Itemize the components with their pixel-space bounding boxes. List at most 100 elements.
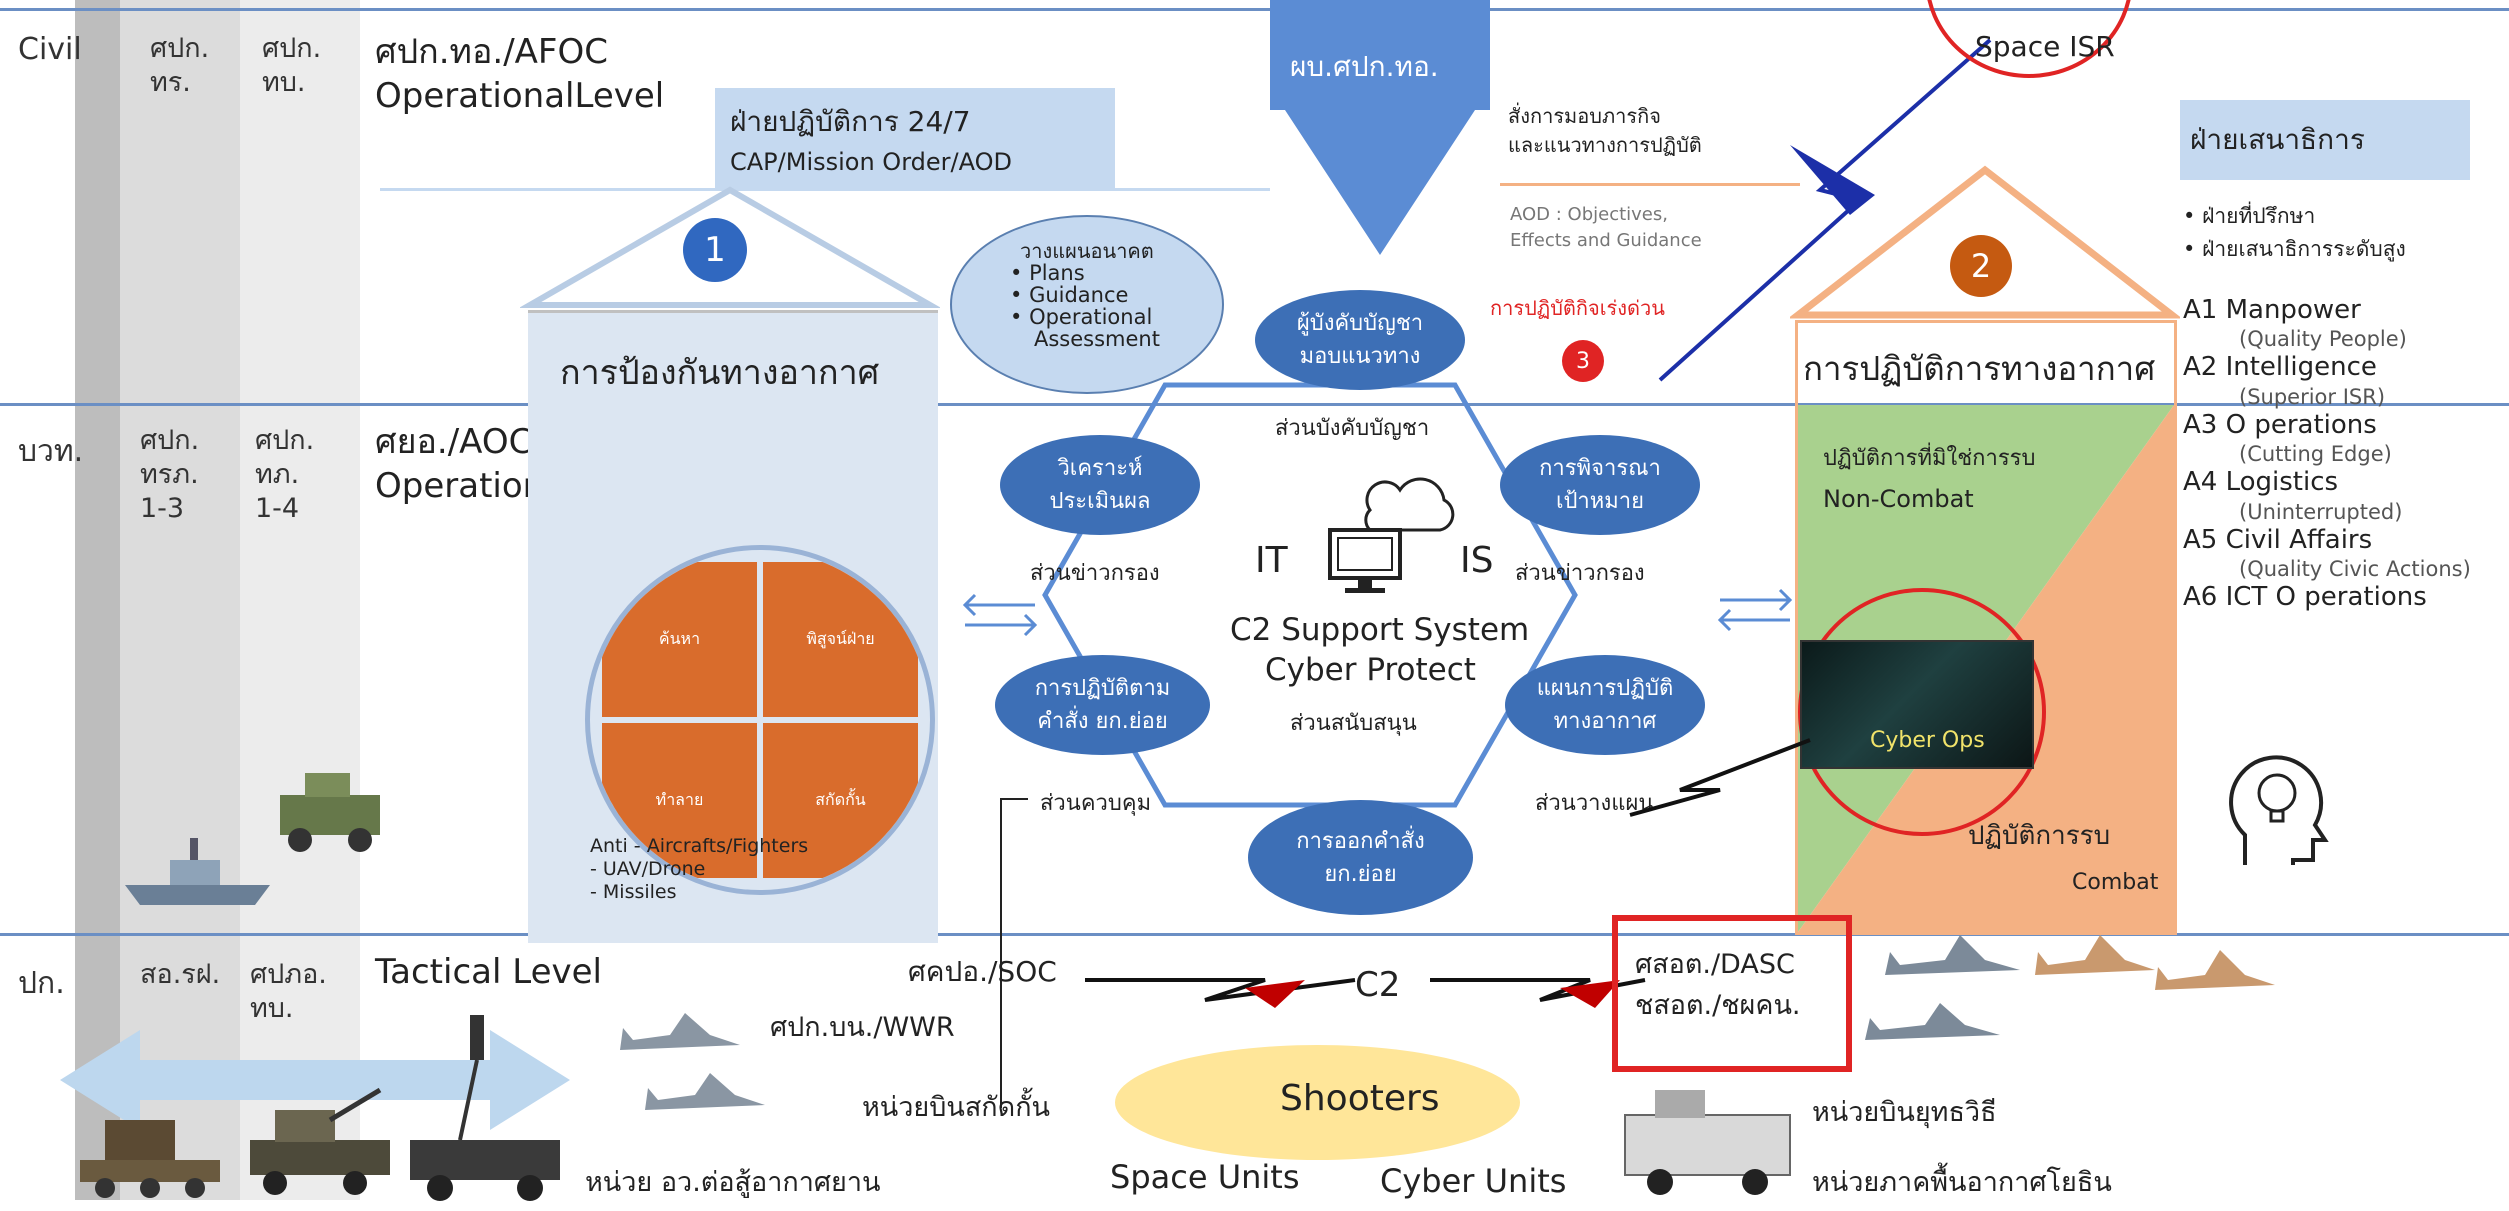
unit-pk-1: สอ.รฝ. bbox=[140, 959, 221, 990]
unit-civil-2: ศปก. ทบ. bbox=[262, 33, 322, 98]
idea-head-icon bbox=[2229, 755, 2329, 865]
missile-launcher-icon bbox=[80, 1120, 220, 1198]
analysis-node: วิเคราะห์ ประเมินผล bbox=[1000, 435, 1200, 535]
c2-link-right bbox=[1430, 978, 1646, 1008]
staff-item-name: A5 Civil Affairs bbox=[2183, 524, 2373, 555]
divider-top bbox=[0, 8, 2509, 11]
detect-wheel: ค้นหา พิสูจน์ฝ่าย ทำลาย สกัดกั้น bbox=[585, 545, 935, 895]
commander-arrow-label: ผบ.ศปก.ทอ. bbox=[1290, 50, 1439, 83]
staff-item-sub: (Superior ISR) bbox=[2239, 384, 2386, 409]
urgent-ops-text: การปฏิบัติกิจเร่งด่วน bbox=[1490, 296, 1665, 320]
order-underline bbox=[1500, 183, 1800, 186]
air-ops-roof bbox=[1790, 165, 2180, 319]
unit-bwt-2: ศปก. ทภ. 1-4 bbox=[255, 425, 315, 524]
commander-order-text: สั่งการมอบภารกิจ และแนวทางการปฏิบัติ bbox=[1508, 104, 1702, 157]
soc-label: ศคปอ./SOC bbox=[908, 955, 1057, 988]
double-arrow-left bbox=[962, 593, 1038, 637]
non-combat-en: Non-Combat bbox=[1823, 485, 1974, 513]
cyber-protect: Cyber Protect bbox=[1265, 652, 1476, 688]
staff-item-name: A1 Manpower bbox=[2183, 295, 2361, 325]
level-label-bwt: บวท. bbox=[18, 434, 84, 469]
level-label-pk: ปก. bbox=[18, 966, 65, 1001]
planning-item: Assessment bbox=[1034, 327, 1160, 352]
is-label: IS bbox=[1460, 540, 1494, 581]
c2-support-system: C2 Support System bbox=[1230, 612, 1530, 648]
ops247-title: ฝ่ายปฏิบัติการ 24/7 bbox=[730, 105, 971, 138]
staff-item-sub: (Quality Civic Actions) bbox=[2239, 556, 2471, 581]
staff-title: ฝ่ายเสนาธิการ bbox=[2190, 123, 2365, 156]
issue-orders-node: การออกคำสั่ง ยก.ย่อย bbox=[1248, 800, 1473, 915]
it-label: IT bbox=[1255, 540, 1288, 581]
computer-cloud-icon bbox=[1328, 477, 1455, 593]
non-combat-th: ปฏิบัติการที่มิใช่การรบ bbox=[1823, 446, 2036, 471]
divider-bwt-pk bbox=[0, 933, 2509, 936]
unit-pk-2: ศปภอ. ทบ. bbox=[250, 959, 327, 1024]
aa-gun-vehicle-icon bbox=[250, 1087, 390, 1195]
fighter-jet-icon bbox=[1865, 1003, 2000, 1040]
air-defense-title: การป้องกันทางอากาศ bbox=[560, 353, 880, 393]
support-section-label: ส่วนสนับสนุน bbox=[1290, 711, 1417, 736]
planning-title: วางแผนอนาคต bbox=[1020, 239, 1154, 263]
targeting-node: การพิจารณา เป้าหมาย bbox=[1500, 435, 1700, 535]
ship-icon bbox=[125, 838, 270, 905]
staff-item-sub: (Cutting Edge) bbox=[2239, 442, 2392, 467]
staff-item-name: A3 O perations bbox=[2183, 409, 2377, 440]
wwr-label: ศปก.บน./WWR bbox=[770, 1012, 955, 1043]
staff-item-sub: (Uninterrupted) bbox=[2239, 499, 2403, 524]
ground-units: หน่วยภาคพื้นอากาศโยธิน bbox=[1812, 1167, 2112, 1198]
unit-column-2 bbox=[240, 0, 360, 1200]
pk-level-title: Tactical Level bbox=[375, 952, 602, 992]
civil-level-title: ศปก.ทอ./AFOC OperationalLevel bbox=[375, 32, 665, 117]
space-isr-label: Space ISR bbox=[1975, 30, 2115, 63]
badge-2: 2 bbox=[1950, 235, 2012, 297]
cyber-ops-label: Cyber Ops bbox=[1870, 728, 1985, 753]
planning-item: • Plans bbox=[1010, 261, 1085, 285]
dasc-highlight-box bbox=[1612, 915, 1852, 1072]
staff-item-name: A6 ICT O perations bbox=[2183, 582, 2427, 613]
quadrant-identify: พิสูจน์ฝ่าย bbox=[763, 562, 918, 717]
fighter-jet-icon bbox=[620, 1013, 740, 1050]
staff-item-name: A4 Logistics bbox=[2183, 467, 2339, 498]
soc-tick bbox=[1000, 798, 1028, 800]
planning-bubble bbox=[950, 215, 1224, 394]
staff-bullets: • ฝ่ายที่ปรึกษา • ฝ่ายเสนาธิการระดับสูง bbox=[2183, 200, 2406, 265]
armored-vehicle-icon bbox=[280, 773, 380, 852]
air-defense-roof bbox=[520, 186, 940, 308]
shooters-label: Shooters bbox=[1280, 1078, 1440, 1119]
staff-item-sub: (Quality People) bbox=[2239, 327, 2407, 352]
tactical-air-units: หน่วยบินยุทธวิธี bbox=[1812, 1097, 1997, 1128]
quadrant-search: ค้นหา bbox=[602, 562, 757, 717]
fighter-jet-icon bbox=[1885, 935, 2020, 975]
lightning-bolt-cyber bbox=[1629, 738, 1811, 817]
follow-orders-node: การปฏิบัติตาม คำสั่ง ยก.ย่อย bbox=[995, 655, 1210, 755]
intel-section-right: ส่วนข่าวกรอง bbox=[1515, 561, 1645, 586]
c2-tactical-label: C2 bbox=[1355, 965, 1401, 1005]
aod-text: AOD : Objectives, Effects and Guidance bbox=[1510, 204, 1702, 252]
c2-hexagon-frame bbox=[1042, 382, 1578, 808]
commander-guidance-node: ผู้บังคับบัญชา มอบแนวทาง bbox=[1255, 290, 1465, 390]
staff-item-name: A2 Intelligence bbox=[2183, 352, 2377, 383]
left-column-dark bbox=[75, 0, 120, 1200]
planning-section-label: ส่วนวางแผน bbox=[1535, 791, 1654, 816]
level-label-civil: Civil bbox=[18, 32, 82, 67]
control-section-label: ส่วนควบคุม bbox=[1040, 791, 1152, 816]
commander-arrow-shape bbox=[1270, 0, 1490, 255]
interceptor-units: หน่วยบินสกัดกั้น bbox=[862, 1092, 1050, 1123]
radar-truck-icon bbox=[410, 1015, 560, 1201]
intel-section-left: ส่วนข่าวกรอง bbox=[1030, 561, 1160, 586]
fighter-jet-icon bbox=[2155, 950, 2275, 990]
planning-list: • Plans • Guidance • Operational Assessm… bbox=[1010, 262, 1160, 350]
badge-1: 1 bbox=[683, 218, 747, 282]
ops247-sub: CAP/Mission Order/AOD bbox=[730, 148, 1012, 176]
quadrant-intercept: สกัดกั้น bbox=[763, 723, 918, 878]
planning-item: • Guidance bbox=[1010, 283, 1129, 308]
staff-title-box bbox=[2180, 100, 2470, 180]
c2-link-left bbox=[1085, 978, 1356, 1008]
cyber-units: Cyber Units bbox=[1380, 1162, 1567, 1200]
ops247-line bbox=[380, 188, 1270, 191]
unit-bwt-1: ศปก. ทรภ. 1-3 bbox=[140, 425, 200, 524]
air-ops-frame bbox=[1795, 320, 2177, 935]
planning-item: • Operational bbox=[1010, 305, 1153, 330]
air-plan-node: แผนการปฏิบัติ ทางอากาศ bbox=[1505, 655, 1705, 755]
lightning-bolt-space bbox=[1658, 38, 1992, 382]
